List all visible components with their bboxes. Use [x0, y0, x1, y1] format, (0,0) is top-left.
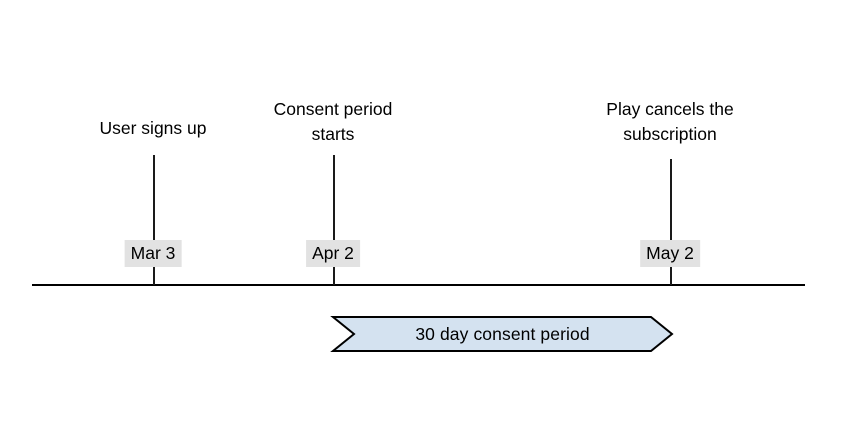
chevron-polygon [330, 316, 674, 352]
chevron-banner-shape [330, 316, 674, 352]
event-tick-line [670, 159, 672, 285]
event-label: User signs up [99, 118, 207, 138]
event-date-chip: Mar 3 [124, 240, 182, 267]
consent-period-banner-label: 30 day consent period [415, 323, 590, 344]
timeline-axis [32, 284, 805, 286]
event-label: Consent period starts [273, 99, 393, 144]
event-label: Play cancels the subscription [606, 99, 734, 144]
event-date-chip: May 2 [640, 240, 700, 267]
event-date-chip: Apr 2 [306, 240, 360, 267]
event-tick-line [153, 155, 155, 285]
consent-period-banner: 30 day consent period [330, 316, 674, 352]
event-tick-line [333, 155, 335, 285]
